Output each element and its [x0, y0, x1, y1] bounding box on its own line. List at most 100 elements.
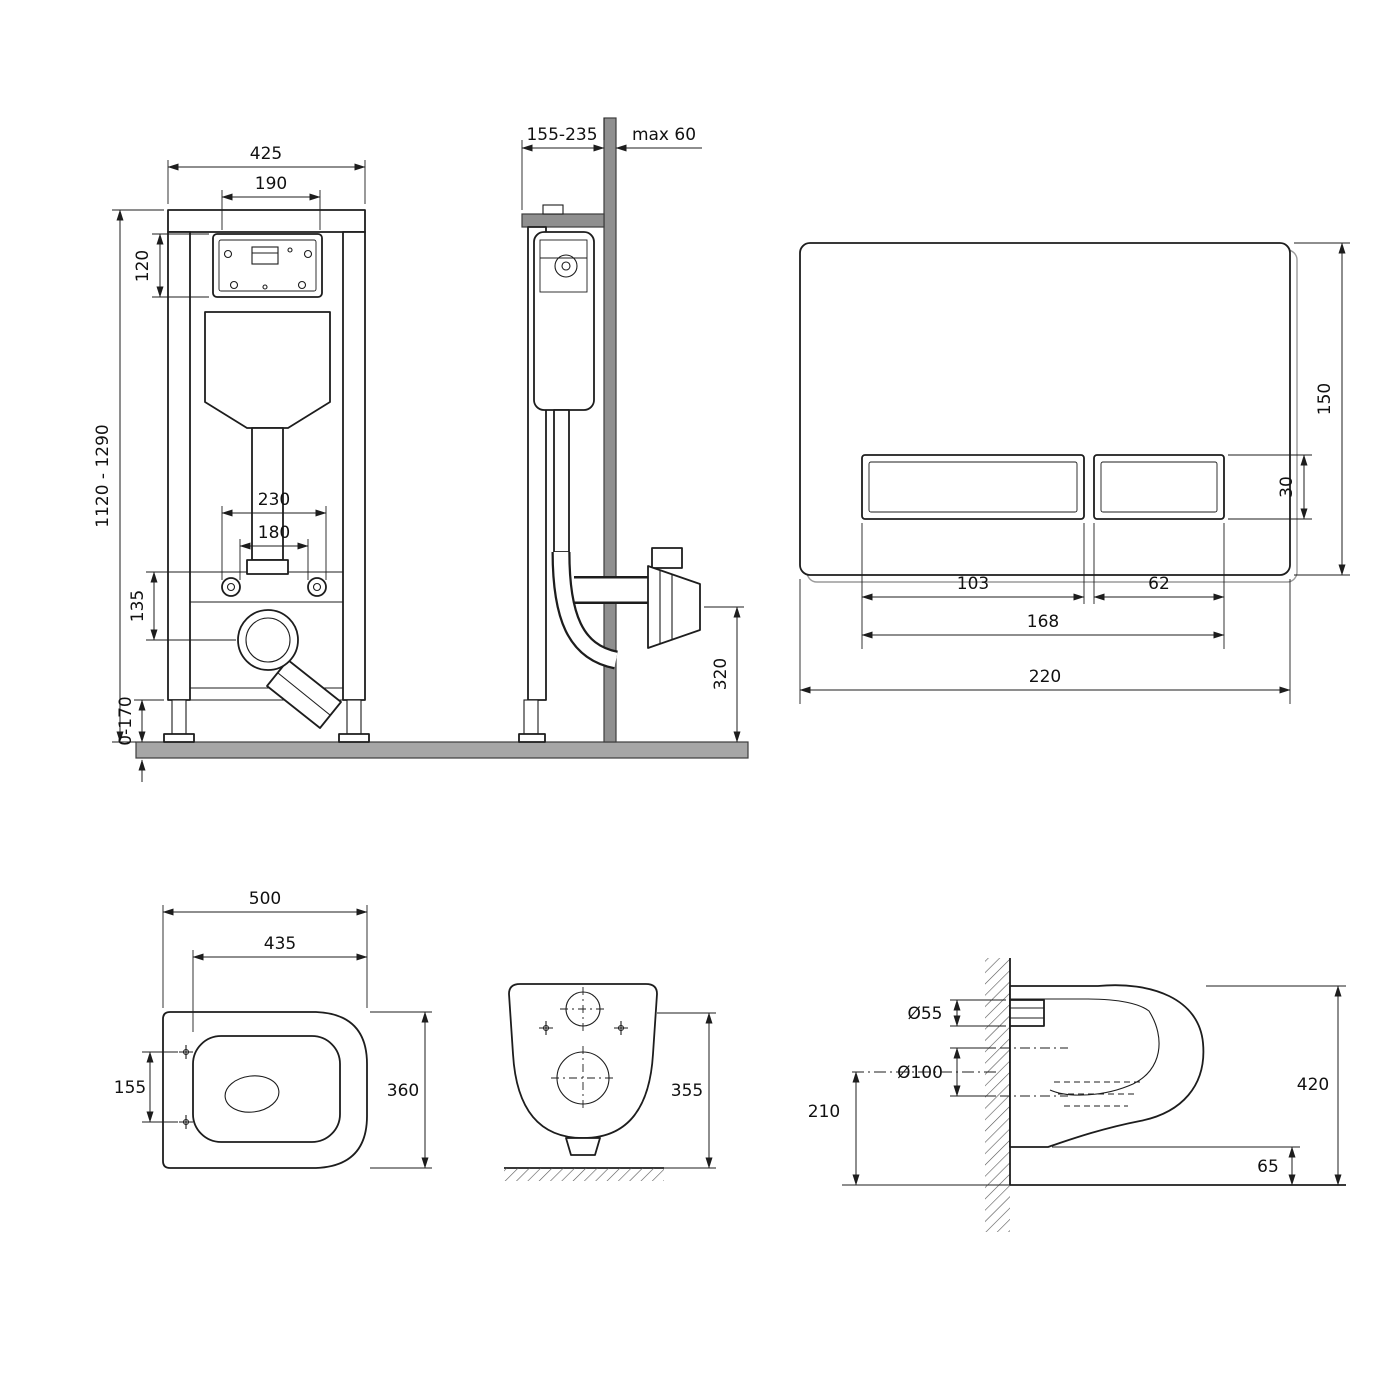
cistern-tank [204, 311, 331, 429]
frame-top-bar [167, 209, 366, 233]
dim-bottom-clearance: 65 [1052, 1146, 1300, 1186]
view-bowl-top: 500 435 155 360 [114, 889, 432, 1169]
foot-plate-left [163, 733, 195, 743]
dim-label-inlet-diameter: Ø55 [907, 1004, 942, 1024]
dim-frame-height: 1120 - 1290 [93, 209, 164, 743]
dim-label-fixing-span-outer: 230 [258, 490, 290, 510]
dim-label-bottom-clearance: 65 [1257, 1157, 1279, 1177]
outlet-cone [647, 565, 701, 649]
dim-label-floor-adjust: 0-170 [116, 696, 136, 745]
dim-label-button-height: 30 [1277, 476, 1297, 498]
dim-label-bowl-inner-length: 435 [264, 934, 296, 954]
fixing-hole-left [221, 577, 241, 597]
outlet-fitting [651, 547, 683, 569]
dim-fixing-span-outer: 230 [221, 490, 327, 580]
foot-plate-side [518, 733, 546, 743]
dim-label-bowl-front-height: 355 [671, 1081, 703, 1101]
bowl-sump [224, 1075, 280, 1113]
bowl-outline-side [1009, 984, 1205, 1148]
dim-frame-opening-width: 190 [221, 174, 321, 230]
foot-plate-right [338, 733, 370, 743]
dim-control-box-height: 120 [133, 233, 209, 298]
view-bowl-side: Ø55 Ø100 210 420 65 [808, 958, 1346, 1232]
dim-small-button-width: 62 [1093, 523, 1225, 649]
dim-bowl-front-height: 355 [657, 1012, 716, 1169]
waste-outlet [237, 609, 299, 671]
dim-inlet-diameter: Ø55 [907, 999, 1006, 1027]
bowl-outlet-stub [565, 1137, 601, 1156]
floor [135, 741, 749, 759]
dim-outlet-axis-height: 320 [704, 606, 744, 743]
frame-left-rail [167, 231, 191, 701]
dim-label-outlet-drop: 135 [128, 590, 148, 622]
dim-label-buttons-span: 168 [1027, 612, 1059, 632]
dim-fixing-span-inner: 180 [239, 523, 309, 580]
dim-outlet-diameter: Ø100 [897, 1047, 996, 1097]
dim-bowl-overall-length: 500 [162, 889, 368, 1008]
bowl-inner-profile [1010, 998, 1160, 1096]
dim-bowl-inner-length: 435 [192, 934, 368, 1032]
dim-outlet-axis-height-bowl: 210 [808, 1071, 996, 1186]
dim-label-outlet-axis-height: 320 [711, 658, 731, 690]
outlet-hidden-lines [1000, 1047, 1068, 1097]
dim-label-bowl-fixing-span: 155 [114, 1078, 146, 1098]
fixing-cross-top2 [179, 1115, 193, 1129]
dim-button-height: 30 [1228, 454, 1312, 520]
view-flush-plate: 150 30 103 62 168 220 [799, 242, 1350, 704]
dim-label-frame-height: 1120 - 1290 [93, 424, 113, 527]
dim-label-large-button-width: 103 [957, 574, 989, 594]
dim-label-frame-overall-width: 425 [250, 144, 282, 164]
frame-right-rail [342, 231, 366, 701]
bracket-bolt [542, 204, 564, 215]
bowl-outline-top [162, 1011, 368, 1169]
dim-label-mounting-depth: 155-235 [526, 125, 597, 145]
dim-label-control-box-height: 120 [133, 250, 153, 282]
foot-side [523, 699, 539, 735]
dim-bowl-overall-width: 360 [370, 1011, 432, 1169]
foot-left [171, 699, 187, 735]
dim-label-outlet-diameter: Ø100 [897, 1063, 943, 1083]
fixing-cross-front1 [539, 1021, 553, 1035]
dim-label-outlet-axis-height-bowl: 210 [808, 1102, 840, 1122]
bowl-rim-inner [192, 1035, 341, 1143]
flush-pipe [251, 427, 284, 561]
flush-pipe-side [553, 409, 570, 553]
flush-pipe-connector [246, 559, 289, 575]
large-flush-button [861, 454, 1085, 520]
dim-plate-height: 150 [1294, 242, 1350, 576]
dim-label-small-button-width: 62 [1148, 574, 1170, 594]
dim-buttons-span: 168 [861, 612, 1225, 639]
dim-label-bowl-overall-height: 420 [1297, 1075, 1329, 1095]
fixing-hole-right [307, 577, 327, 597]
ground-hatch [504, 1168, 664, 1181]
dim-label-fixing-span-inner: 180 [258, 523, 290, 543]
view-frame-front: 425 190 120 1120 - 1290 230 [93, 144, 749, 782]
dim-bowl-overall-height: 420 [1206, 985, 1346, 1186]
wall-hatch [985, 958, 1010, 1232]
dim-plate-width: 220 [799, 579, 1291, 704]
dim-mounting-depth: 155-235 [521, 118, 605, 210]
view-frame-side: 155-235 max 60 320 [518, 117, 744, 743]
wall-bracket [521, 213, 605, 228]
water-level [1054, 1081, 1140, 1107]
dim-large-button-width: 103 [861, 523, 1085, 649]
dim-label-max-finish: max 60 [632, 125, 696, 145]
dim-label-frame-opening-width: 190 [255, 174, 287, 194]
control-box [212, 233, 323, 298]
dim-outlet-drop: 135 [128, 571, 236, 641]
small-flush-button [1093, 454, 1225, 520]
dim-label-bowl-overall-width: 360 [387, 1081, 419, 1101]
dim-max-finish: max 60 [615, 125, 702, 152]
fixing-cross-top1 [179, 1045, 193, 1059]
dim-label-bowl-overall-length: 500 [249, 889, 281, 909]
dim-frame-overall-width: 425 [167, 144, 366, 204]
fixing-cross-front2 [614, 1021, 628, 1035]
dim-bowl-fixing-span: 155 [114, 1051, 178, 1123]
view-bowl-front: 355 [504, 983, 716, 1181]
foot-right [346, 699, 362, 735]
dim-label-plate-height: 150 [1315, 383, 1335, 415]
dim-floor-adjust: 0-170 [116, 696, 164, 782]
dim-label-plate-width: 220 [1029, 667, 1061, 687]
